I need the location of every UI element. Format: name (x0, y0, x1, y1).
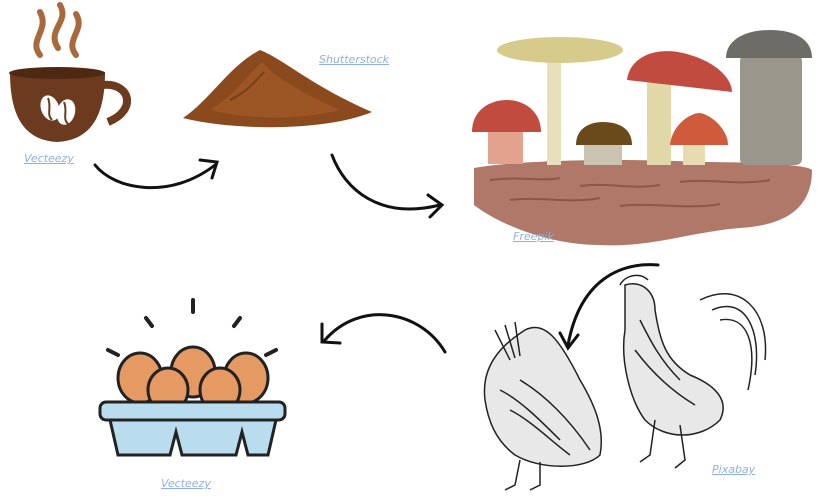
credit-link-chickens[interactable]: Pixabay (712, 463, 755, 476)
arrow-coffee-to-grounds (95, 165, 215, 188)
credit-link-grounds[interactable]: Shutterstock (319, 53, 389, 66)
credit-link-eggs[interactable]: Vecteezy (161, 477, 211, 490)
credit-link-coffee[interactable]: Vecteezy (24, 152, 74, 165)
arrow-chickens-to-eggs (325, 315, 445, 352)
credit-link-mushrooms[interactable]: Freepik (513, 230, 554, 243)
arrow-grounds-to-mushrooms (332, 155, 440, 209)
arrow-mushrooms-to-chickens (568, 265, 658, 345)
